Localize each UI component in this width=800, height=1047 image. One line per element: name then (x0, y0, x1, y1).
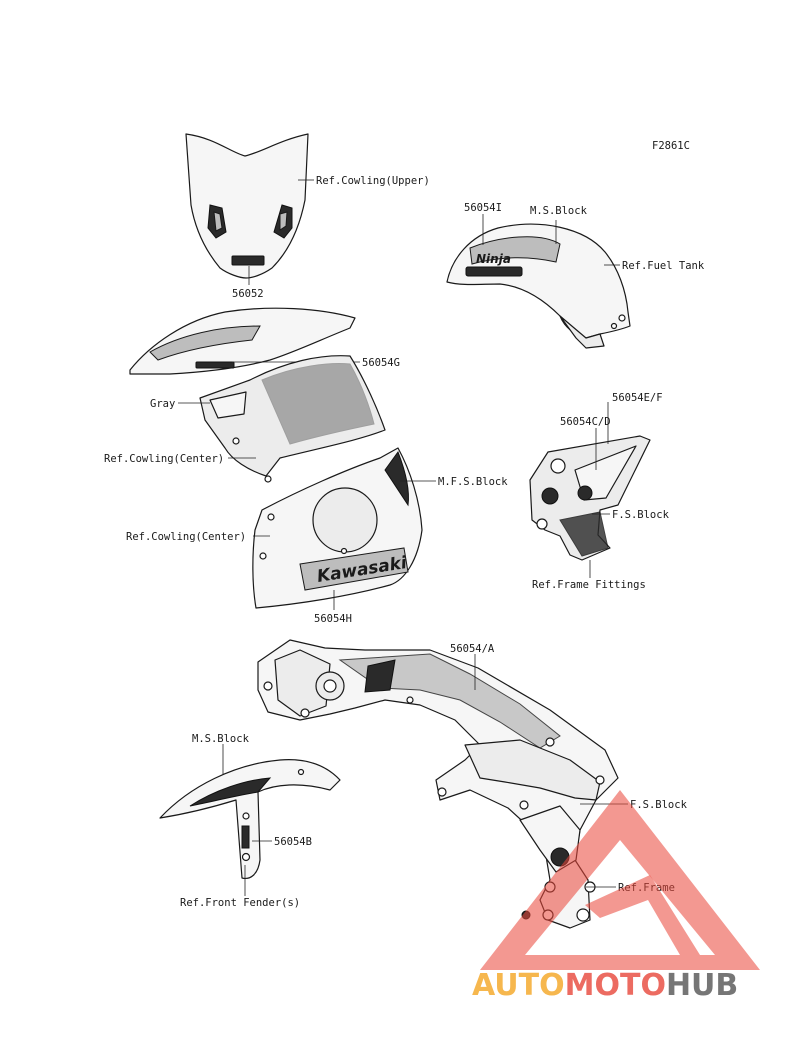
center-cowling-middle (178, 355, 386, 483)
label-56052: 56052 (232, 288, 264, 300)
label-56054ef: 56054E/F (612, 392, 663, 404)
label-56054b: 56054B (274, 836, 312, 848)
upper-cowling (185, 133, 314, 285)
watermark-auto: AUTO (472, 968, 565, 1003)
label-ref-front-fender: Ref.Front Fender(s) (180, 897, 300, 909)
cowling-upper-decal (231, 255, 265, 266)
label-56054g: 56054G (362, 357, 400, 369)
label-56054a: 56054/A (450, 643, 495, 655)
center-cowling-lower: Kawasaki (252, 447, 436, 610)
watermark-text: AUTOMOTOHUB (472, 968, 738, 1003)
label-ref-cowling-upper: Ref.Cowling(Upper) (316, 175, 430, 187)
tank-stripe-decal (465, 266, 523, 277)
label-56054h: 56054H (314, 613, 352, 625)
diagram-code: F2861C (652, 140, 690, 152)
watermark-triangle-logo (480, 790, 760, 970)
frame-fittings (529, 402, 651, 578)
watermark-moto: MOTO (565, 968, 666, 1003)
label-ms-block-tank: M.S.Block (530, 205, 588, 217)
label-ref-frame-fittings: Ref.Frame Fittings (532, 579, 646, 591)
label-ref-cowling-center-1: Ref.Cowling(Center) (104, 453, 224, 465)
watermark-hub: HUB (666, 968, 738, 1003)
label-gray: Gray (150, 398, 175, 410)
fuel-tank: Ninja (446, 214, 631, 349)
label-fs-block-frame: F.S.Block (630, 799, 688, 811)
label-fs-block-fittings: F.S.Block (612, 509, 670, 521)
label-56054cd: 56054C/D (560, 416, 611, 428)
label-ref-fuel-tank: Ref.Fuel Tank (622, 260, 705, 272)
label-ref-cowling-center-2: Ref.Cowling(Center) (126, 531, 246, 543)
label-mfs-block: M.F.S.Block (438, 476, 508, 488)
tank-logo-decal: Ninja (476, 252, 511, 266)
label-ms-block-fender: M.S.Block (192, 733, 250, 745)
main-frame (257, 639, 628, 929)
label-56054i: 56054I (464, 202, 502, 214)
watermark: AUTOMOTOHUB (472, 790, 760, 1003)
front-fender (159, 744, 341, 896)
